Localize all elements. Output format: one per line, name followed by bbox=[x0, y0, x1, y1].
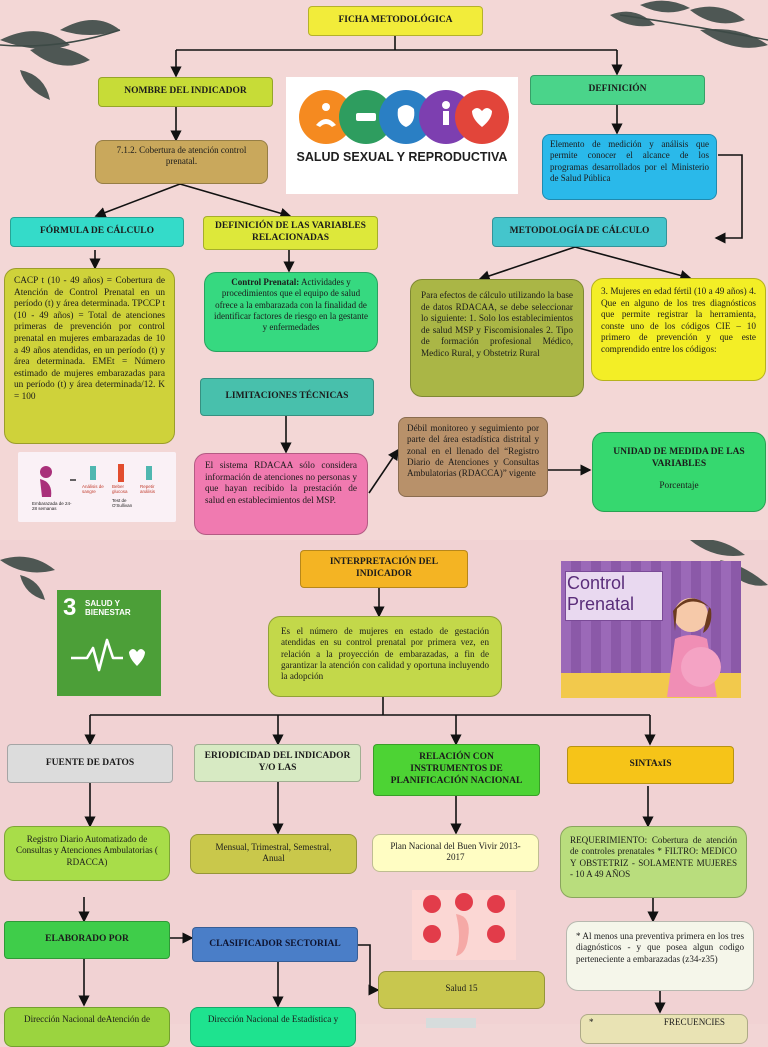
requerimiento-texto: REQUERIMIENTO: Cobertura de atención de … bbox=[560, 826, 747, 898]
formula-header: FÓRMULA DE CÁLCULO bbox=[10, 217, 184, 247]
control-prenatal-text: Actividades y procedimientos que el equi… bbox=[214, 277, 368, 332]
direccion-atencion: Dirección Nacional deAtención de bbox=[4, 1007, 170, 1047]
preventiva-texto: * Al menos una preventiva primera en los… bbox=[566, 921, 754, 991]
pregnancy-test-icons bbox=[40, 464, 152, 497]
relacion-header: RELACIÓN CON INSTRUMENTOS DE PLANIFICACI… bbox=[373, 744, 540, 796]
pregnancy-label-3: Beber glucosa bbox=[112, 484, 128, 494]
prenatal-icons-image bbox=[412, 890, 516, 960]
pregnancy-label-4: Repetir análisis bbox=[140, 484, 156, 494]
metodo-texto: Para efectos de cálculo utilizando la ba… bbox=[410, 279, 584, 397]
frecuencias-bullet: * bbox=[589, 1017, 594, 1027]
control-prenatal-image: Control Prenatal bbox=[561, 561, 741, 698]
ods-number: 3 bbox=[63, 594, 77, 621]
nombre-indicador-header: NOMBRE DEL INDICADOR bbox=[98, 77, 273, 107]
pregnancy-test-image: Embarazada de 24-28 semanas Análisis de … bbox=[18, 452, 176, 522]
debil-monitoreo-texto: Débil monitoreo y seguimiento por parte … bbox=[398, 417, 548, 497]
heartbeat-icon bbox=[71, 638, 145, 672]
direccion-estadistica: Dirección Nacional de Estadística y bbox=[190, 1007, 356, 1047]
health-icons bbox=[299, 90, 509, 144]
pregnant-woman-illustration bbox=[667, 598, 721, 697]
prenatal-icons bbox=[423, 893, 505, 956]
ods-3-badge: 3 SALUD Y BIENESTAR bbox=[57, 590, 161, 696]
frecuencias-box: * FRECUENCIES bbox=[580, 1014, 748, 1044]
salud15-valor: Salud 15 bbox=[378, 971, 545, 1009]
mujeres-texto: 3. Mujeres en edad fértil (10 a 49 años)… bbox=[591, 278, 766, 381]
elaborado-header: ELABORADO POR bbox=[4, 921, 170, 959]
pregnancy-label-2: Análisis de sangre bbox=[82, 484, 104, 494]
relacion-valor: Plan Nacional del Buen Vivir 2013-2017 bbox=[372, 834, 539, 872]
definicion-header: DEFINICIÓN bbox=[530, 75, 705, 105]
indicador-valor: 7.1.2. Cobertura de atención control pre… bbox=[95, 140, 268, 184]
unidad-medida-header: UNIDAD DE MEDIDA DE LAS VARIABLES bbox=[613, 447, 745, 469]
bottom-section: INTERPRETACIÓN DEL INDICADOR 3 SALUD Y B… bbox=[0, 540, 768, 1047]
periodicidad-valor: Mensual, Trimestral, Semestral, Anual bbox=[190, 834, 357, 874]
definicion-texto: Elemento de medición y análisis que perm… bbox=[542, 134, 717, 200]
formula-texto: CACP t (10 - 49 años) = Cobertura de Ate… bbox=[4, 268, 175, 444]
interpretacion-texto: Es el número de mujeres en estado de ges… bbox=[268, 616, 502, 697]
connector-lines bbox=[89, 36, 743, 494]
definicion-variables-header: DEFINICIÓN DE LAS VARIABLES RELACIONADAS bbox=[203, 216, 378, 250]
frecuencias-label: FRECUENCIES bbox=[663, 1017, 725, 1027]
limitaciones-header: LIMITACIONES TÉCNICAS bbox=[200, 378, 374, 416]
sintaxis-header: SINTAxIS bbox=[567, 746, 734, 784]
limitaciones-texto: El sistema RDACAA sólo considera informa… bbox=[194, 453, 368, 535]
ods-text: SALUD Y BIENESTAR bbox=[85, 599, 131, 618]
periodicidad-header: ERIODICIDAD DEL INDICADOR Y/O LAS bbox=[194, 744, 361, 782]
salud-sexual-logo: SALUD SEXUAL Y REPRODUCTIVA bbox=[286, 77, 518, 194]
unidad-medida-box: UNIDAD DE MEDIDA DE LAS VARIABLES Porcen… bbox=[592, 432, 766, 512]
salud-sexual-logo-text: SALUD SEXUAL Y REPRODUCTIVA bbox=[296, 150, 508, 164]
control-prenatal-definicion: Control Prenatal: Actividades y procedim… bbox=[204, 272, 378, 352]
fuente-valor: Registro Diario Automatizado de Consulta… bbox=[4, 826, 170, 881]
interpretacion-header: INTERPRETACIÓN DEL INDICADOR bbox=[300, 550, 468, 588]
fuente-header: FUENTE DE DATOS bbox=[7, 744, 173, 783]
leaf-decoration bbox=[0, 0, 768, 100]
pregnancy-label-1: Embarazada de 24-28 semanas bbox=[32, 501, 72, 511]
metodologia-header: METODOLOGÍA DE CÁLCULO bbox=[492, 217, 667, 247]
control-prenatal-label: Control Prenatal: bbox=[231, 277, 300, 287]
bottom-image-fragment bbox=[426, 1018, 476, 1028]
top-section: FICHA METODOLÓGICA NOMBRE DEL INDICADOR … bbox=[0, 0, 768, 535]
ficha-metodologica-title: FICHA METODOLÓGICA bbox=[308, 6, 483, 36]
control-prenatal-image-text: Control Prenatal bbox=[567, 573, 635, 614]
pregnancy-label-5: Test de O'Sullivan bbox=[112, 498, 133, 508]
clasificador-header: CLASIFICADOR SECTORIAL bbox=[192, 927, 358, 962]
unidad-medida-valor: Porcentaje bbox=[659, 480, 699, 491]
